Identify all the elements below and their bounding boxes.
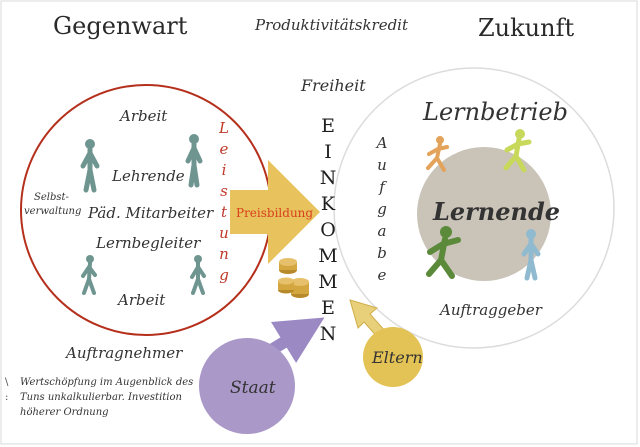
footnote-line-1: Wertschöpfung im Augenblick des [20, 377, 193, 388]
price-formation-label: Preisbildung [236, 206, 313, 220]
income-letter: E [321, 115, 335, 137]
self-admin-line2: verwaltung [24, 206, 81, 217]
person-standing-left-icon [80, 139, 100, 193]
performance-letter: t [221, 203, 228, 221]
freedom-label: Freiheit [300, 76, 366, 95]
ped-staff-label: Päd. Mitarbeiter [87, 204, 214, 222]
performance-letter: i [222, 161, 227, 179]
task-letter: A [375, 134, 388, 152]
learners-disc [417, 147, 551, 281]
runner-green-icon [426, 226, 461, 279]
parents-disc [363, 327, 423, 387]
footnote-marker-2: : [5, 392, 8, 403]
task-letter: b [377, 244, 387, 262]
present-heading: Gegenwart [53, 12, 188, 40]
performance-letter: e [220, 140, 229, 158]
runner-lime-icon [503, 129, 532, 173]
state-label: Staat [230, 378, 276, 398]
person-standing-right-icon [185, 134, 203, 188]
footnote-marker-1: \ [5, 377, 9, 388]
income-letter: N [320, 323, 337, 345]
income-letter: O [320, 219, 336, 241]
learning-guides-label: Lernbegleiter [95, 234, 201, 252]
task-letter: g [377, 200, 387, 218]
work-bottom-label: Arbeit [116, 291, 166, 309]
task-letter: e [378, 266, 387, 284]
future-heading: Zukunft [478, 14, 574, 42]
task-letter: f [378, 178, 387, 196]
performance-letter: g [219, 266, 229, 284]
performance-letter: L [218, 119, 229, 137]
learning-enterprise-title: Lernbetrieb [422, 98, 568, 126]
task-letter: a [378, 222, 387, 240]
price-formation-arrow [230, 160, 320, 264]
work-top-label: Arbeit [118, 107, 168, 125]
person-walking-left-icon [81, 255, 97, 295]
learners-label: Lernende [432, 197, 560, 226]
income-letter: N [320, 167, 337, 189]
performance-letter: u [219, 224, 229, 242]
performance-letter: s [220, 182, 228, 200]
income-letter: M [318, 271, 337, 293]
footnote-line-3: höherer Ordnung [20, 407, 109, 418]
income-letter: M [318, 245, 337, 267]
income-letter: I [324, 141, 332, 163]
runner-orange-icon [426, 136, 449, 172]
parents-label: Eltern [371, 348, 423, 367]
client-label: Auftraggeber [438, 301, 543, 319]
task-letter: u [377, 156, 387, 174]
self-admin-line1: Selbst- [34, 192, 70, 203]
income-letter: E [321, 297, 335, 319]
footnote-line-2: Tuns unkalkulierbar. Investition [20, 392, 182, 403]
performance-letter: n [219, 245, 229, 263]
state-disc [199, 338, 295, 434]
credit-title: Produktivitätskredit [254, 16, 409, 34]
child-figure-icon [521, 229, 541, 281]
contractor-label: Auftragnehmer [64, 344, 183, 362]
footnote: \ : Wertschöpfung im Augenblick des Tuns… [5, 377, 193, 418]
coin-stack-icon [278, 258, 309, 298]
teachers-label: Lehrende [111, 167, 185, 185]
person-walking-right-icon [190, 255, 206, 295]
income-letter: K [321, 193, 336, 215]
